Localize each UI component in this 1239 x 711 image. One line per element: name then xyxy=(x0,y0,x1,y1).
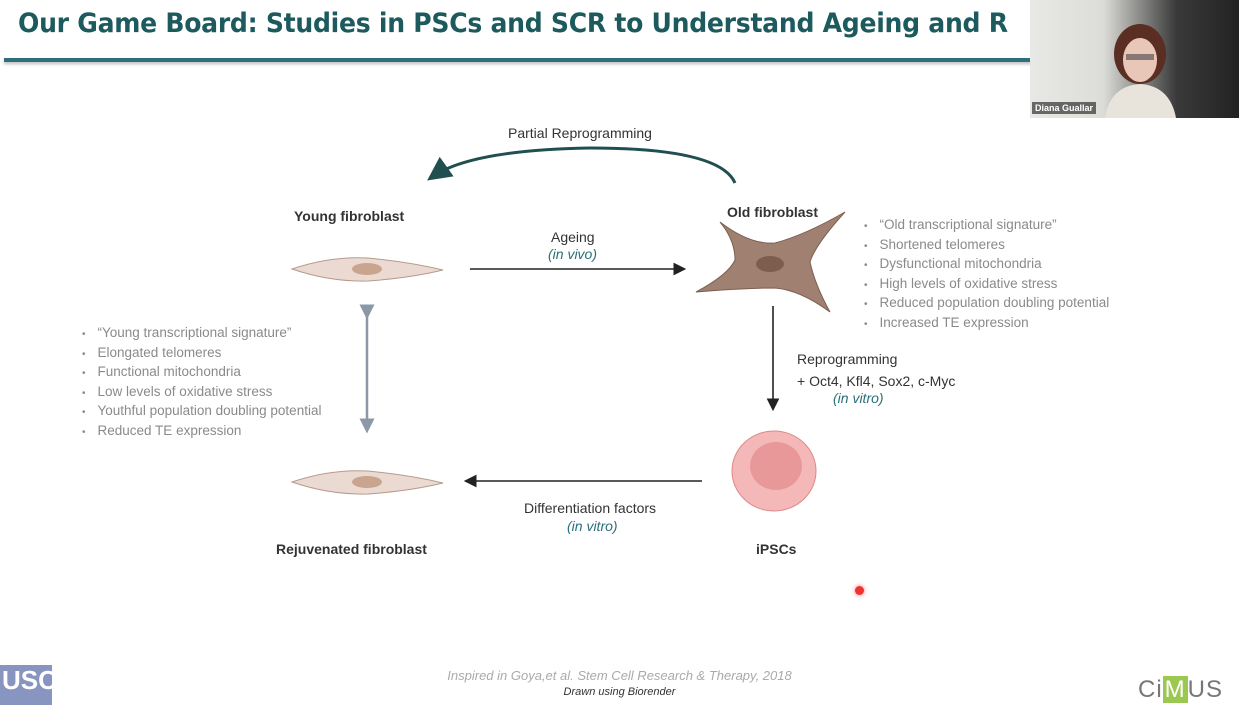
partial-reprogramming-label: Partial Reprogramming xyxy=(508,125,652,141)
list-item: Shortened telomeres xyxy=(864,236,1109,256)
list-item: “Old transcriptional signature” xyxy=(864,216,1109,236)
list-item: Dysfunctional mitochondria xyxy=(864,255,1109,275)
list-item: Low levels of oxidative stress xyxy=(82,383,321,403)
participant-video[interactable]: Diana Guallar xyxy=(1030,0,1239,118)
list-item: Reduced TE expression xyxy=(82,422,321,442)
young-fibroblast-label: Young fibroblast xyxy=(294,208,405,224)
title-divider xyxy=(4,58,1032,62)
list-item: Increased TE expression xyxy=(864,314,1109,334)
list-item: “Young transcriptional signature” xyxy=(82,324,321,344)
in-vivo-label: (in vivo) xyxy=(548,246,598,262)
participant-avatar xyxy=(1105,24,1176,118)
old-fibroblast-label: Old fibroblast xyxy=(727,204,818,220)
ipsc-cell xyxy=(731,430,817,512)
drawn-credit: Drawn using Biorender xyxy=(563,686,676,698)
list-item: Youthful population doubling potential xyxy=(82,402,322,422)
ageing-label: Ageing xyxy=(551,229,595,245)
citation: Inspired in Goya,et al. Stem Cell Resear… xyxy=(447,668,792,683)
partial-reprogramming-arrow xyxy=(427,146,737,184)
usc-logo: USC xyxy=(0,665,57,705)
yamanaka-factors-label: + Oct4, Kfl4, Sox2, c-Myc xyxy=(797,373,956,389)
list-item: High levels of oxidative stress xyxy=(864,275,1109,295)
slide-title: Our Game Board: Studies in PSCs and SCR … xyxy=(18,8,1008,39)
list-item: Functional mitochondria xyxy=(82,363,321,383)
list-item: Reduced population doubling potential xyxy=(864,294,1110,314)
ipscs-label: iPSCs xyxy=(756,541,797,557)
young-fibroblast-cell xyxy=(290,257,444,282)
reprogramming-label: Reprogramming xyxy=(797,351,898,367)
cimus-logo: CiMUS xyxy=(1138,676,1224,703)
differentiation-label: Differentiation factors xyxy=(524,500,657,516)
old-fibroblast-cell xyxy=(695,211,846,313)
in-vitro-label-2: (in vitro) xyxy=(567,518,618,534)
rejuvenated-fibroblast-label: Rejuvenated fibroblast xyxy=(276,541,427,557)
laser-pointer xyxy=(855,586,864,595)
rejuvenated-fibroblast-cell xyxy=(290,470,444,495)
old-traits-list: “Old transcriptional signature” Shortene… xyxy=(864,216,1110,334)
young-traits-list: “Young transcriptional signature” Elonga… xyxy=(82,324,322,442)
participant-name: Diana Guallar xyxy=(1032,102,1097,114)
list-item: Elongated telomeres xyxy=(82,344,321,364)
in-vitro-label: (in vitro) xyxy=(833,390,884,406)
